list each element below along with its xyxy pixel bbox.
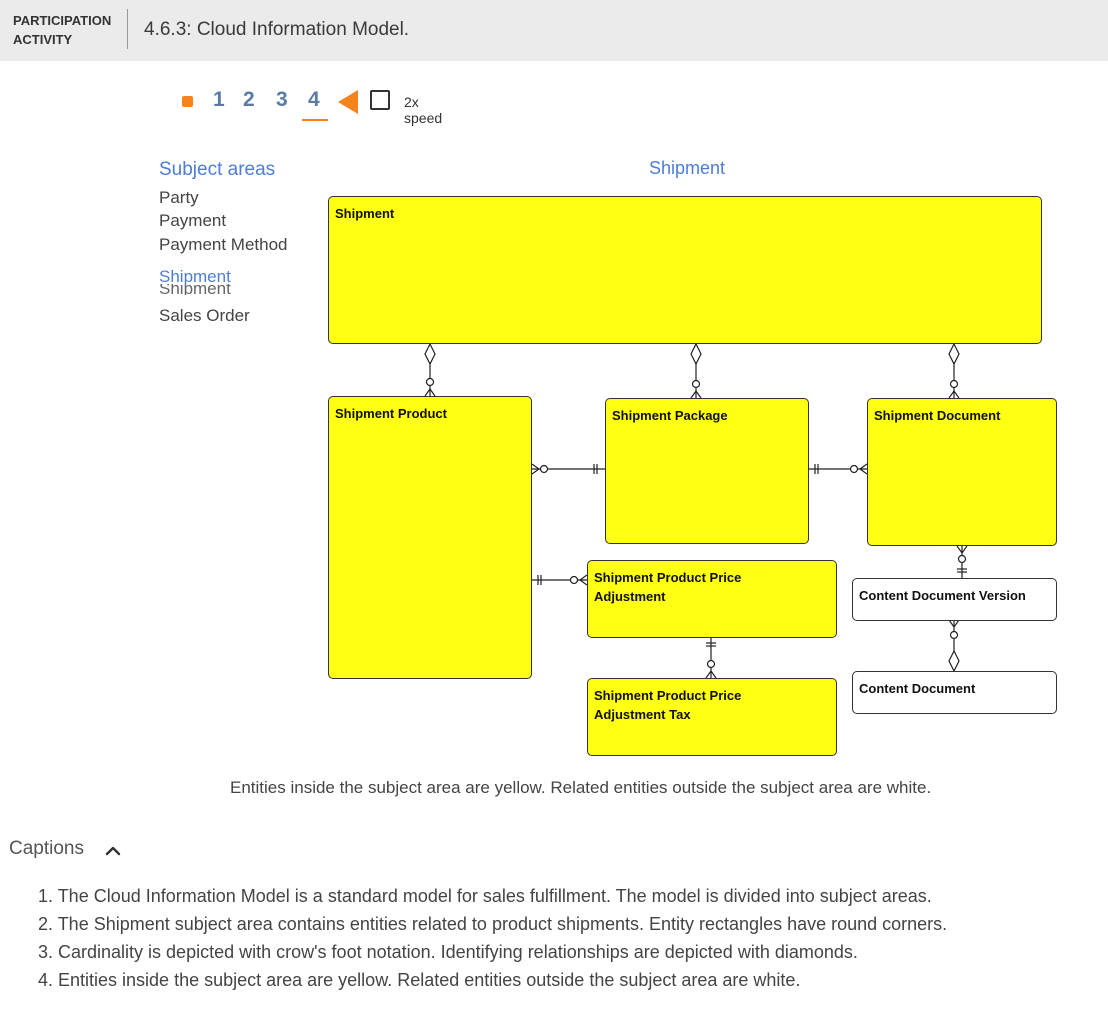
start-step-icon[interactable] <box>182 96 193 107</box>
entity-label: Content Document Version <box>859 588 1026 603</box>
subject-area-payment-method: Payment Method <box>159 235 288 254</box>
step-2-button[interactable]: 2 <box>243 88 255 111</box>
entity-shipment-product-price-adjustment: Shipment Product Price Adjustment <box>587 560 837 638</box>
rel-shipment-document <box>948 342 960 399</box>
speed-label: 2x speed <box>404 94 443 126</box>
subject-area-party: Party <box>159 188 199 207</box>
entity-shipment-package: Shipment Package <box>605 398 809 544</box>
step-3-button[interactable]: 3 <box>276 88 288 111</box>
rel-shipment-package <box>690 342 702 399</box>
header-divider <box>127 9 128 49</box>
chevron-up-icon[interactable] <box>105 845 121 857</box>
entity-label: Shipment Package <box>612 408 728 423</box>
caption-item: 4. Entities inside the subject area are … <box>38 970 801 990</box>
step-4-button[interactable]: 4 <box>308 88 320 111</box>
subject-area-shipment-ghost: Shipment <box>159 284 231 295</box>
rel-package-document <box>809 463 868 475</box>
rel-document-version <box>956 545 968 578</box>
diagram-caption: Entities inside the subject area are yel… <box>230 778 932 797</box>
entity-label: Shipment Document <box>874 408 1001 423</box>
participation-activity-label: PARTICIPATION ACTIVITY <box>13 13 112 47</box>
subject-area-sales-order: Sales Order <box>159 306 250 325</box>
subject-area-shipment: Shipment <box>159 267 231 286</box>
activity-title: 4.6.3: Cloud Information Model. <box>144 19 410 40</box>
rel-product-price-adjustment <box>532 574 588 586</box>
step-1-button[interactable]: 1 <box>213 88 225 111</box>
entity-label: Shipment <box>335 206 395 221</box>
entity-label: Content Document <box>859 681 976 696</box>
entity-content-document-version: Content Document Version <box>852 578 1057 621</box>
activity-header: PARTICIPATION ACTIVITY 4.6.3: Cloud Info… <box>0 0 1108 61</box>
caption-list: 1. The Cloud Information Model is a stan… <box>38 882 947 994</box>
rel-version-content-document <box>948 619 960 673</box>
entity-shipment-product: Shipment Product <box>328 396 532 679</box>
caption-item: 1. The Cloud Information Model is a stan… <box>38 886 932 906</box>
entity-label: Shipment Product <box>335 406 447 421</box>
rel-shipment-product <box>424 342 436 397</box>
speed-checkbox[interactable] <box>370 90 390 110</box>
rel-price-adjustment-tax <box>705 637 717 679</box>
subject-area-payment: Payment <box>159 211 227 230</box>
rel-product-package <box>531 463 605 475</box>
entity-shipment-document: Shipment Document <box>867 398 1057 546</box>
caption-item: 2. The Shipment subject area contains en… <box>38 914 948 934</box>
entity-label: Shipment Product Price Adjustment <box>594 570 742 604</box>
captions-toggle[interactable]: Captions <box>9 838 84 859</box>
caption-item: 3. Cardinality is depicted with crow's f… <box>38 942 858 962</box>
subject-areas-title: Subject areas <box>159 159 276 180</box>
diagram-title: Shipment <box>649 158 726 178</box>
active-step-indicator <box>302 119 328 121</box>
entity-label: Shipment Product Price Adjustment Tax <box>594 688 742 722</box>
entity-shipment-product-price-adjustment-tax: Shipment Product Price Adjustment Tax <box>587 678 837 756</box>
entity-content-document: Content Document <box>852 671 1057 714</box>
entity-shipment: Shipment <box>328 196 1042 344</box>
play-back-icon[interactable] <box>338 90 358 114</box>
